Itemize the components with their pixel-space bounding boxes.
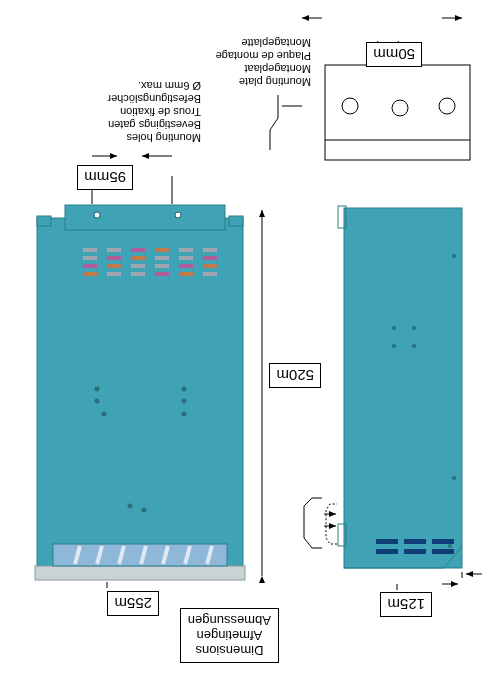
dimension-text: Afmetingen bbox=[188, 628, 271, 643]
note-label: Mounting holes bbox=[125, 132, 202, 144]
dimension-box: 255m bbox=[107, 591, 159, 616]
note-label: Plaque de montage bbox=[215, 50, 312, 62]
note-label: Trous de fixation bbox=[119, 106, 202, 118]
title-box: DimensionsAfmetingenAbmessungen bbox=[180, 608, 279, 663]
note-label: Befestigungslöcher bbox=[106, 93, 202, 105]
note-label: Bevestigings gaten bbox=[107, 119, 202, 131]
front-view bbox=[35, 205, 245, 580]
note-label: Montageplaat bbox=[243, 63, 312, 75]
dimension-text: 255m bbox=[114, 595, 152, 612]
dimension-text: 520m bbox=[276, 367, 314, 384]
note-label: Mounting plate bbox=[238, 76, 312, 88]
mounting-plate-detail bbox=[302, 18, 470, 160]
dimension-text: 125m bbox=[387, 596, 425, 613]
dimension-box: 520m bbox=[269, 363, 321, 388]
dimension-text: 95mm bbox=[84, 169, 126, 186]
side-view bbox=[338, 206, 462, 568]
dimension-text: Dimensions bbox=[188, 643, 271, 658]
dimension-box: 125m bbox=[380, 592, 432, 617]
dimension-text: 50mm bbox=[373, 46, 415, 63]
note-label: Ø 6mm max. bbox=[137, 80, 202, 92]
dimension-box: 95mm bbox=[77, 165, 133, 190]
dimension-text: Abmessungen bbox=[188, 613, 271, 628]
dimension-box: 50mm bbox=[366, 42, 422, 67]
note-label: Montageplatte bbox=[240, 37, 312, 49]
